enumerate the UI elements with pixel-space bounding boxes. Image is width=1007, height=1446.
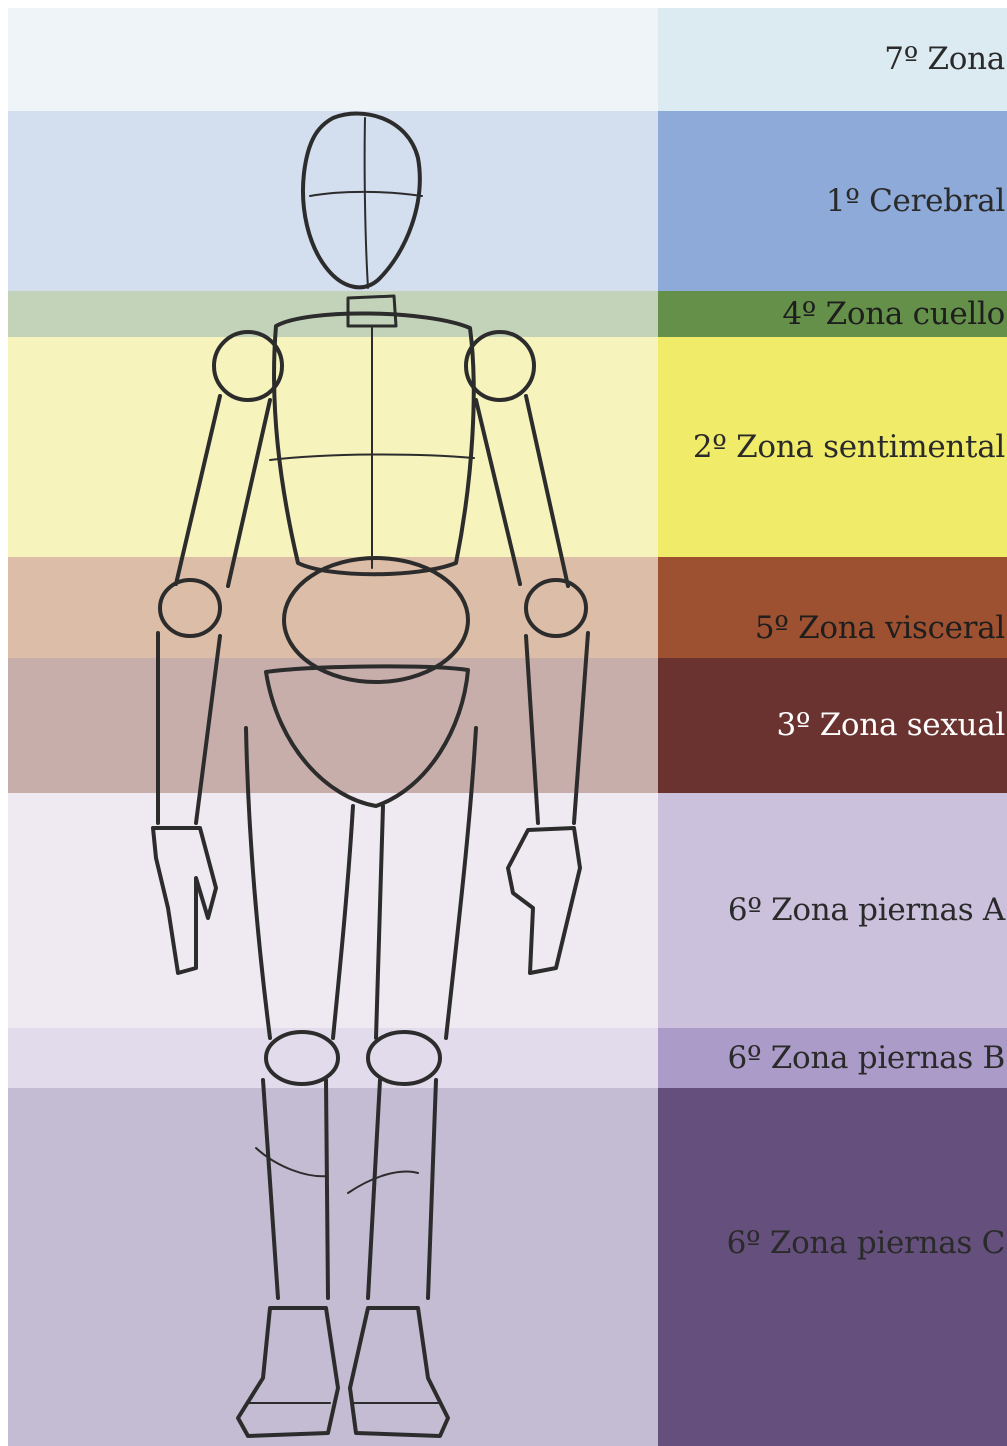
right-foot	[350, 1308, 448, 1436]
zone-visceral-label: 5º Zona visceral	[755, 613, 1005, 644]
zone-cerebral-label-box: 1º Cerebral	[658, 111, 1007, 291]
human-figure-sketch	[8, 8, 658, 1446]
zone-sentimental-label-box: 2º Zona sentimental	[658, 337, 1007, 557]
zone-cerebral-label: 1º Cerebral	[826, 186, 1005, 217]
right-thigh	[376, 728, 476, 1038]
zone-legs-b-label: 6º Zona piernas B	[728, 1043, 1005, 1074]
zone-sentimental-label: 2º Zona sentimental	[693, 432, 1005, 463]
left-shin	[263, 1080, 328, 1298]
right-calf-guide	[348, 1172, 418, 1193]
zone-neck-label: 4º Zona cuello	[782, 299, 1005, 330]
left-foot	[238, 1308, 338, 1436]
left-upper-arm	[176, 396, 270, 586]
zone-legs-a-label: 6º Zona piernas A	[728, 895, 1005, 926]
right-shin	[368, 1080, 436, 1298]
zone-sexual-label-box: 3º Zona sexual	[658, 658, 1007, 793]
left-hand	[153, 828, 216, 973]
zone-legs-c-label-box: 6º Zona piernas C	[658, 1088, 1007, 1446]
head-guide-horizontal	[310, 192, 422, 196]
body-zones-diagram: 7º Zona 1º Cerebral 4º Zona cuello 2º Zo…	[8, 8, 1007, 1446]
right-hand	[508, 828, 580, 973]
zone-7-label: 7º Zona	[884, 44, 1005, 75]
pelvis-outline	[266, 666, 468, 806]
zone-legs-a-label-box: 6º Zona piernas A	[658, 793, 1007, 1028]
left-thigh	[246, 728, 353, 1038]
left-elbow	[160, 580, 220, 636]
torso-outline	[274, 313, 474, 574]
right-knee	[368, 1032, 440, 1084]
zone-legs-b-label-box: 6º Zona piernas B	[658, 1028, 1007, 1088]
head-guide-vertical	[365, 118, 368, 288]
zone-7-label-box: 7º Zona	[658, 8, 1007, 111]
right-upper-arm	[476, 396, 568, 586]
right-elbow	[526, 580, 586, 636]
left-forearm	[158, 633, 220, 823]
abdomen-circle	[284, 558, 468, 682]
left-shoulder	[214, 332, 282, 400]
zone-neck-label-box: 4º Zona cuello	[658, 291, 1007, 337]
right-forearm	[526, 633, 588, 823]
zone-visceral-label-box: 5º Zona visceral	[658, 557, 1007, 658]
zone-legs-c-label: 6º Zona piernas C	[727, 1228, 1005, 1259]
left-knee	[266, 1032, 338, 1084]
zone-sexual-label: 3º Zona sexual	[776, 710, 1005, 741]
right-shoulder	[466, 332, 534, 400]
head-outline	[303, 114, 420, 288]
neck-outline	[348, 296, 396, 326]
